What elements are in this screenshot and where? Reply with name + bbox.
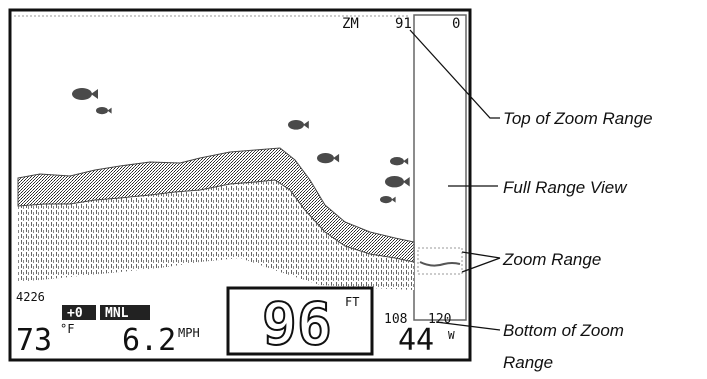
depth-value: 96	[262, 290, 332, 358]
mode-badge-bg	[100, 305, 150, 320]
offset-badge-bg	[62, 305, 96, 320]
speed-value: 6.2	[122, 323, 176, 358]
fish-icon	[288, 120, 309, 130]
fish-icon	[385, 176, 410, 188]
bottom-right-unit: W	[448, 329, 455, 342]
bottom-right-value: 44	[398, 323, 434, 358]
offset-badge: +0	[67, 306, 83, 321]
fish-icon	[390, 157, 409, 166]
callout-bottom-of-zoom-line2: Range	[503, 353, 553, 372]
range-top-value: 91	[395, 16, 412, 32]
leader-zoom-range-upper	[461, 251, 501, 259]
zoom-indicator: ZM	[342, 16, 359, 32]
leader-bottom-of-zoom	[435, 321, 501, 331]
speed-unit: MPH	[178, 326, 200, 340]
callout-top-of-zoom: Top of Zoom Range	[503, 109, 653, 128]
mode-badge: MNL	[105, 306, 129, 321]
temperature-unit: °F	[60, 322, 74, 336]
callout-zoom-range: Zoom Range	[502, 250, 601, 269]
zoom-range-box	[417, 247, 463, 275]
temperature-value: 73	[16, 323, 52, 358]
depth-unit: FT	[345, 295, 359, 309]
leader-top-of-zoom	[409, 29, 500, 119]
digital-readout: 4226	[16, 290, 45, 304]
depth-box	[226, 286, 374, 356]
callout-full-range: Full Range View	[503, 178, 628, 197]
fish-icon	[96, 107, 112, 115]
callout-bottom-of-zoom-line1: Bottom of Zoom	[503, 321, 624, 340]
sonar-bottom-band	[17, 147, 415, 263]
fish-icon	[380, 196, 396, 204]
fish-icon	[72, 88, 98, 100]
full-range-strip	[413, 14, 467, 321]
leader-zoom-range-lower	[461, 257, 501, 273]
zoom-bottom-value-a: 108	[384, 312, 407, 327]
fish-icon	[317, 153, 340, 164]
zoom-range-bottom-trace	[419, 261, 461, 267]
full-range-top-value: 0	[452, 16, 460, 32]
